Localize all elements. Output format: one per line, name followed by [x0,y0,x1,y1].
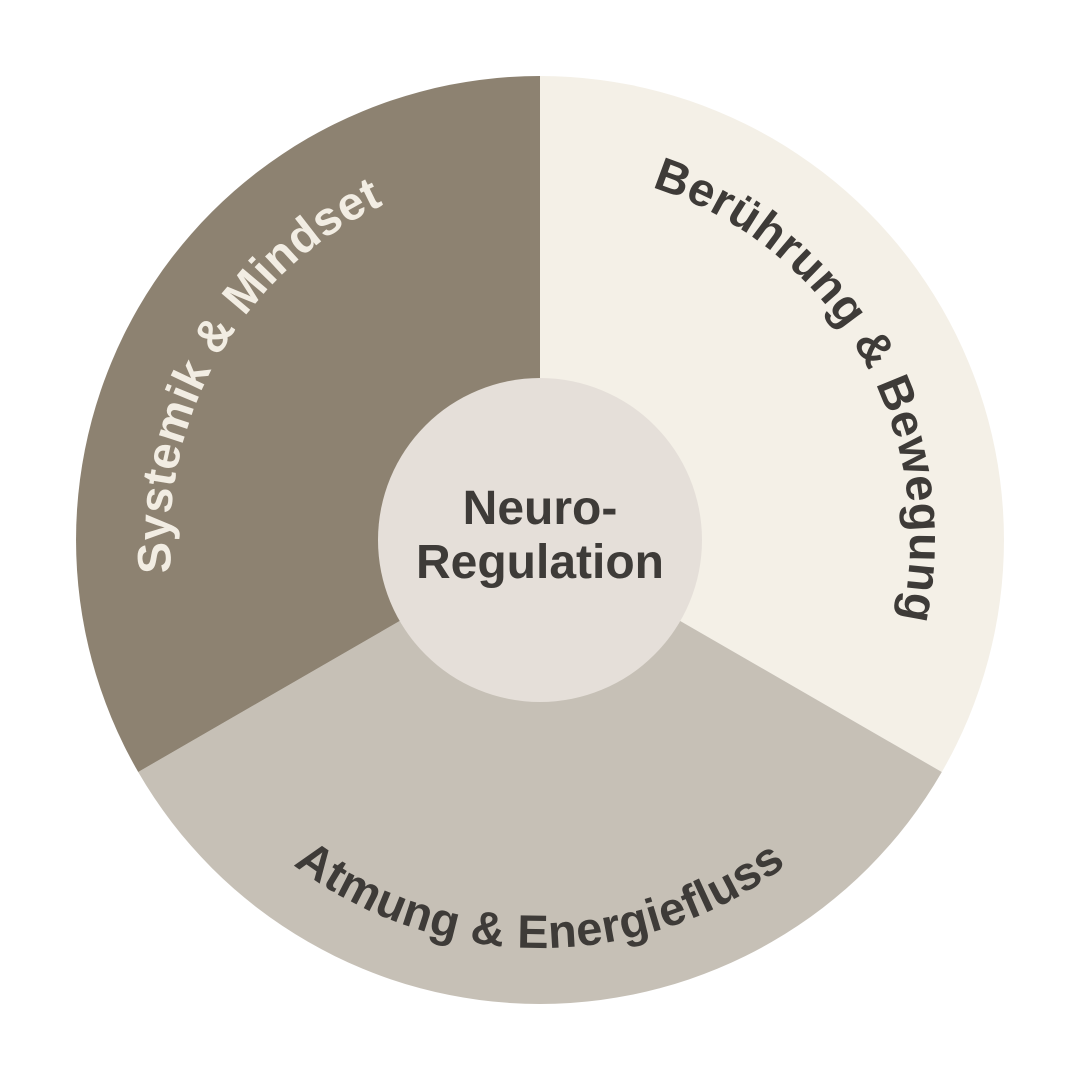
segment-atmung-energiefluss [138,540,942,1004]
center-label-line2: Regulation [416,536,664,589]
center-label-line1: Neuro- [463,482,618,535]
center-circle [378,378,702,702]
